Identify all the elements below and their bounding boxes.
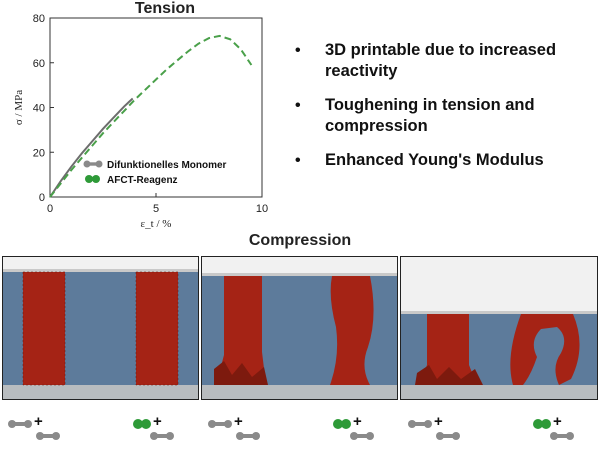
monomer-icon: [408, 420, 432, 428]
sample-monomer: [216, 276, 266, 385]
y-tick-label: 0: [39, 192, 45, 204]
x-tick-label: 0: [47, 203, 53, 215]
base-plate: [401, 385, 597, 399]
legend-plus: +: [234, 413, 243, 430]
y-tick-label: 80: [33, 13, 45, 25]
legend-plus: +: [434, 413, 443, 430]
sample-lattice: [22, 271, 66, 386]
monomer-icon: [350, 432, 374, 440]
sample-fracture: [214, 361, 268, 385]
plate-shadow: [401, 311, 597, 314]
x-axis-label: ε_t / %: [141, 218, 172, 230]
bullet-icon: •: [295, 97, 301, 114]
compression-plate: [3, 257, 198, 269]
compression-photo-partial: [201, 256, 398, 400]
legend-plus: +: [553, 413, 562, 430]
plate-shadow: [202, 273, 397, 276]
chart-title: Tension: [134, 0, 196, 17]
sample-afct-buckled: [510, 314, 580, 385]
sample-afct: [136, 272, 178, 385]
feature-text: Toughening in tension and compression: [325, 96, 535, 135]
feature-item-modulus: • Enhanced Young's Modulus: [295, 150, 595, 171]
legend-afct-plus-monomer-3: +: [533, 413, 574, 440]
plate-shadow: [3, 269, 198, 272]
sample-monomer: [419, 314, 477, 385]
afct-icon: [333, 419, 351, 429]
base-plate: [202, 385, 397, 399]
compression-legend: + + + +: [8, 413, 574, 440]
base-plate: [3, 385, 198, 399]
compression-plate: [202, 257, 397, 273]
legend-plus: +: [353, 413, 362, 430]
monomer-icon: [436, 432, 460, 440]
sample-monomer: [23, 272, 65, 385]
legend-afct-plus-monomer-2: +: [333, 413, 374, 440]
monomer-icon: [36, 432, 60, 440]
legend-monomer-icon: [95, 160, 103, 168]
legend-afct-icon: [92, 175, 100, 183]
feature-text: 3D printable due to increased reactivity: [325, 41, 557, 80]
legend-monomer-icon: [87, 162, 99, 166]
y-tick-label: 60: [33, 58, 45, 70]
series-line-afct: [49, 34, 253, 198]
bullet-icon: •: [295, 42, 301, 59]
legend-plus: +: [34, 413, 43, 430]
legend-monomer-plus-monomer-2: +: [208, 413, 260, 440]
x-tick-label: 5: [153, 203, 159, 215]
compression-title: Compression: [248, 232, 352, 249]
monomer-icon: [208, 420, 232, 428]
legend-monomer-plus-monomer-3: +: [408, 413, 460, 440]
legend-monomer-plus-monomer-1: +: [8, 413, 60, 440]
feature-text: Enhanced Young's Modulus: [325, 151, 544, 169]
monomer-icon: [8, 420, 32, 428]
compression-photo-full: [400, 256, 598, 400]
monomer-icon: [550, 432, 574, 440]
legend-entry-label: AFCT-Reagenz: [107, 175, 178, 186]
afct-icon: [133, 419, 151, 429]
legend-afct-plus-monomer-1: +: [133, 413, 174, 440]
tension-chart: 0 20 40 60 80 0 5 10 ε_t / % σ / MPaDifunktionell…: [13, 13, 268, 230]
monomer-icon: [236, 432, 260, 440]
sample-fracture: [415, 365, 483, 385]
monomer-icon: [150, 432, 174, 440]
afct-icon: [533, 419, 551, 429]
legend-plus: +: [153, 413, 162, 430]
feature-item-toughening: • Toughening in tension and compression: [295, 95, 595, 137]
legend-afct-icon: [85, 175, 93, 183]
y-axis-label: σ / MPa: [13, 90, 25, 125]
compression-plate: [401, 257, 597, 311]
y-tick-label: 40: [33, 103, 45, 115]
compression-photo-uncompressed: [2, 256, 199, 400]
x-tick-label: 10: [256, 203, 268, 215]
series-line-monomer: [49, 97, 134, 198]
legend-entry-label: Difunktionelles Monomer: [107, 160, 227, 171]
feature-item-printable: • 3D printable due to increased reactivi…: [295, 40, 595, 82]
sample-afct: [330, 276, 374, 385]
feature-list: • 3D printable due to increased reactivi…: [295, 40, 595, 184]
y-tick-label: 20: [33, 147, 45, 159]
bullet-icon: •: [295, 152, 301, 169]
sample-lattice: [135, 271, 179, 386]
